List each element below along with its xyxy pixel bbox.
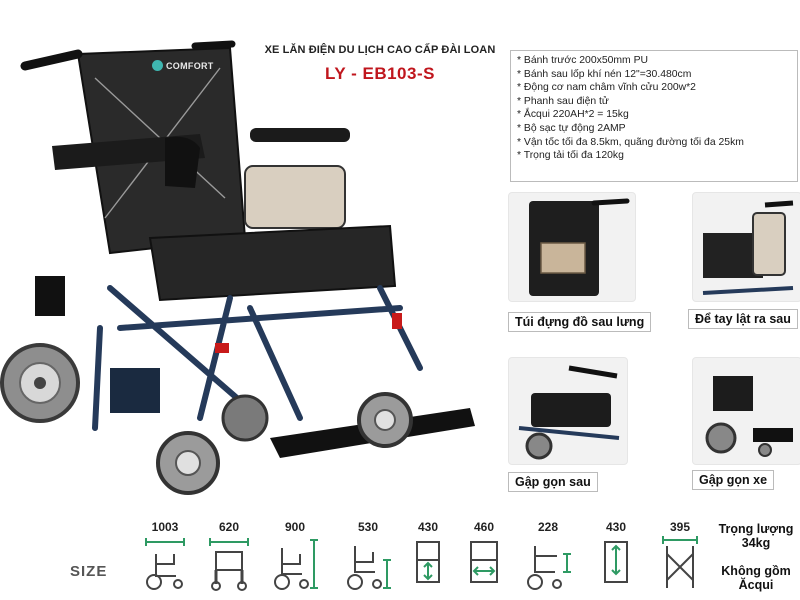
- overall-height-icon: [274, 539, 318, 590]
- spec-item: * Vận tốc tối đa 8.5km, quãng đường tối …: [517, 136, 744, 148]
- dimension-value: 430: [605, 520, 627, 534]
- dimension-value: 228: [537, 520, 559, 534]
- rear-bag-caption: Túi đựng đồ sau lưng: [508, 312, 652, 332]
- spec-item: * Trọng tải tối đa 120kg: [517, 150, 624, 162]
- folded-back-photo: [508, 357, 628, 465]
- weight-info: Trọng lượng 34kg: [712, 522, 800, 550]
- weight-value: 34kg: [741, 536, 771, 550]
- rear-bag-photo: [508, 192, 636, 302]
- folded-back-caption: Gập gọn sau: [508, 472, 598, 492]
- brand-logo: COMFORT: [152, 60, 214, 71]
- dimension-value: 395: [669, 520, 691, 534]
- weight-note: Không gồm Ăcqui: [712, 564, 800, 592]
- brand-logo-icon: [152, 60, 163, 71]
- seat-height-icon: [347, 546, 391, 590]
- backrest-height-icon: [604, 541, 628, 583]
- dimension-value: 620: [218, 520, 240, 534]
- seat-width-icon: [470, 541, 498, 583]
- spec-item: * Phanh sau điện tử: [517, 95, 609, 107]
- brand-logo-text: COMFORT: [166, 60, 214, 71]
- overall-length-icon: [145, 538, 185, 590]
- flip-armrest-photo: [692, 192, 800, 302]
- flip-armrest-caption: Để tay lật ra sau: [688, 309, 798, 329]
- size-label: SIZE: [70, 563, 108, 580]
- seat-depth-icon: [416, 541, 440, 583]
- folded-chair-photo: [692, 357, 800, 465]
- armrest-height-icon: [527, 546, 571, 590]
- product-title: XE LĂN ĐIỆN DU LỊCH CAO CẤP ĐÀI LOAN: [264, 44, 496, 56]
- dimension-value: 900: [284, 520, 306, 534]
- dimension-value: 530: [357, 520, 379, 534]
- dimension-value: 430: [417, 520, 439, 534]
- spec-item: * Ắcqui 220AH*2 = 15kg: [517, 109, 629, 121]
- product-model: LY - EB103-S: [325, 64, 435, 83]
- spec-item: * Bánh trước 200x50mm PU: [517, 55, 649, 66]
- folded-width-icon: [662, 536, 698, 588]
- dimension-value: 460: [473, 520, 495, 534]
- folded-chair-caption: Gập gọn xe: [692, 470, 775, 490]
- spec-item: * Động cơ nam châm vĩnh cửu 200w*2: [517, 82, 696, 94]
- weight-label: Trọng lượng: [718, 522, 794, 536]
- spec-list: * Bánh trước 200x50mm PU * Bánh sau lốp …: [510, 50, 798, 182]
- weight-note-line-1: Không gồm: [721, 564, 791, 578]
- dimension-value: 1003: [151, 520, 179, 534]
- weight-note-line-2: Ăcqui: [738, 578, 774, 592]
- spec-item: * Bộ sạc tự động 2AMP: [517, 122, 626, 134]
- overall-width-icon: [209, 538, 249, 591]
- spec-item: * Bánh sau lốp khí nén 12"=30.480cm: [517, 68, 692, 80]
- main-wheelchair-image: [0, 38, 490, 508]
